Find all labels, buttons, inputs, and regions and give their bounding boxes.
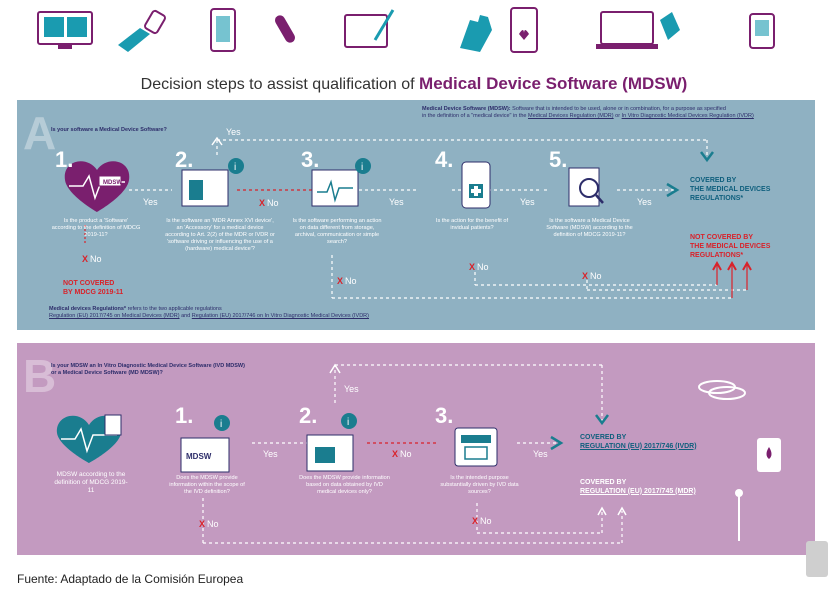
step-a4-number: 4. (435, 147, 454, 172)
mdsw-start-label: MDSW according to the definition of MDCG… (54, 471, 128, 495)
step-a5-question: Is the software a Medical Device Softwar… (546, 218, 633, 238)
heart-monitor-icon-b (56, 414, 122, 463)
petri-dish-icon (698, 380, 746, 400)
title-highlight: Medical Device Software (MDSW) (419, 74, 688, 93)
yes-label-b2: Yes (344, 384, 359, 394)
panel-a-flow: MDSW i i (64, 136, 752, 299)
tablet-pen-icon (344, 9, 395, 48)
tablet-device-icon (749, 13, 775, 49)
device-icons-strip (37, 7, 775, 53)
panel-b-flow: i MDSW i (56, 363, 781, 544)
step-b1-number: 1. (175, 403, 194, 428)
search-document-icon (568, 167, 604, 207)
yes-label-a4: Yes (520, 197, 535, 207)
step-a3-question: Is the software performing an action on … (292, 218, 382, 245)
probe-icon (735, 489, 743, 541)
svg-text:i: i (234, 162, 236, 173)
archive-box-icon (454, 427, 498, 467)
mdsw-badge-a: MDSW (103, 180, 122, 186)
step-a2-number: 2. (175, 147, 194, 172)
step-b3-question: Is the intended purpose substantially dr… (440, 475, 519, 495)
panel-a-letter: A (23, 107, 57, 159)
step-a2-question: Is the software an 'MDR Annex XVI device… (165, 218, 275, 252)
blood-test-icon (757, 438, 781, 472)
step-a4-question: Is the action for the benefit of invidua… (435, 218, 509, 231)
not-covered-mdr: NOT COVERED BY THE MEDICAL DEVICES REGUL… (690, 234, 771, 259)
laptop-lungs-icon (596, 11, 680, 49)
step-a1-number: 1. (55, 147, 74, 172)
panel-a-heading: Is your software a Medical Device Softwa… (51, 127, 167, 133)
title-prefix: Decision steps to assist qualification o… (140, 76, 415, 93)
smartphone-icon (210, 8, 236, 52)
covered-by-mdr: COVERED BY THE MEDICAL DEVICES REGULATIO… (690, 177, 771, 202)
panel-b-letter: B (23, 350, 57, 402)
yes-label-a3: Yes (389, 197, 404, 207)
yes-label-a2: Yes (226, 127, 241, 137)
regulations-footnote: Medical devices Regulations* refers to t… (49, 306, 369, 319)
step-a3-number: 3. (301, 147, 320, 172)
panel-a: A Is your software a Medical Device Soft… (17, 100, 815, 330)
svg-text:i: i (220, 419, 222, 430)
panel-b-heading: Is your MDSW an In Vitro Diagnostic Medi… (51, 363, 245, 376)
mdsw-badge-b: MDSW (186, 452, 212, 461)
user-window-icon: i (181, 158, 244, 207)
scroll-handle[interactable] (806, 541, 828, 577)
phone-heart-icon (510, 7, 538, 53)
monitor-brain-icon (37, 11, 93, 49)
yes-label-a1: Yes (143, 197, 158, 207)
page-title: Decision steps to assist qualification o… (0, 74, 828, 94)
panel-b: B Is your MDSW an In Vitro Diagnostic Me… (17, 343, 815, 555)
svg-text:i: i (361, 162, 363, 173)
step-b2-number: 2. (299, 403, 318, 428)
svg-text:i: i (347, 417, 349, 428)
covered-by-ivdr: COVERED BY REGULATION (EU) 2017/746 (IVD… (580, 434, 697, 450)
source-caption: Fuente: Adaptado de la Comisión Europea (17, 572, 244, 586)
ivd-window-icon: i (306, 413, 357, 472)
step-b1-question: Does the MDSW provide information within… (169, 475, 245, 495)
thermometer-icon (275, 15, 295, 43)
step-a5-number: 5. (549, 147, 568, 172)
yes-label-a5: Yes (637, 197, 652, 207)
heart-monitor-icon (64, 161, 130, 212)
waveform-window-icon: i (311, 158, 371, 207)
mdsw-definition: Medical Device Software (MDSW): Software… (422, 106, 754, 119)
step-b2-question: Does the MDSW provide information based … (299, 475, 390, 495)
step-b3-number: 3. (435, 403, 454, 428)
step-a1-question: Is the product a 'Software' according to… (51, 218, 141, 238)
yes-label-b1: Yes (263, 449, 278, 459)
phone-cross-icon (461, 161, 491, 209)
glove-hand-icon (460, 15, 492, 52)
mdsw-window-icon: i (180, 415, 230, 473)
yes-label-b3: Yes (533, 449, 548, 459)
hand-scanner-icon (118, 9, 166, 52)
covered-by-mdr-b: COVERED BY REGULATION (EU) 2017/745 (MDR… (580, 479, 696, 495)
not-covered-mdcg: NOT COVERED BY MDCG 2019-11 (63, 280, 124, 296)
